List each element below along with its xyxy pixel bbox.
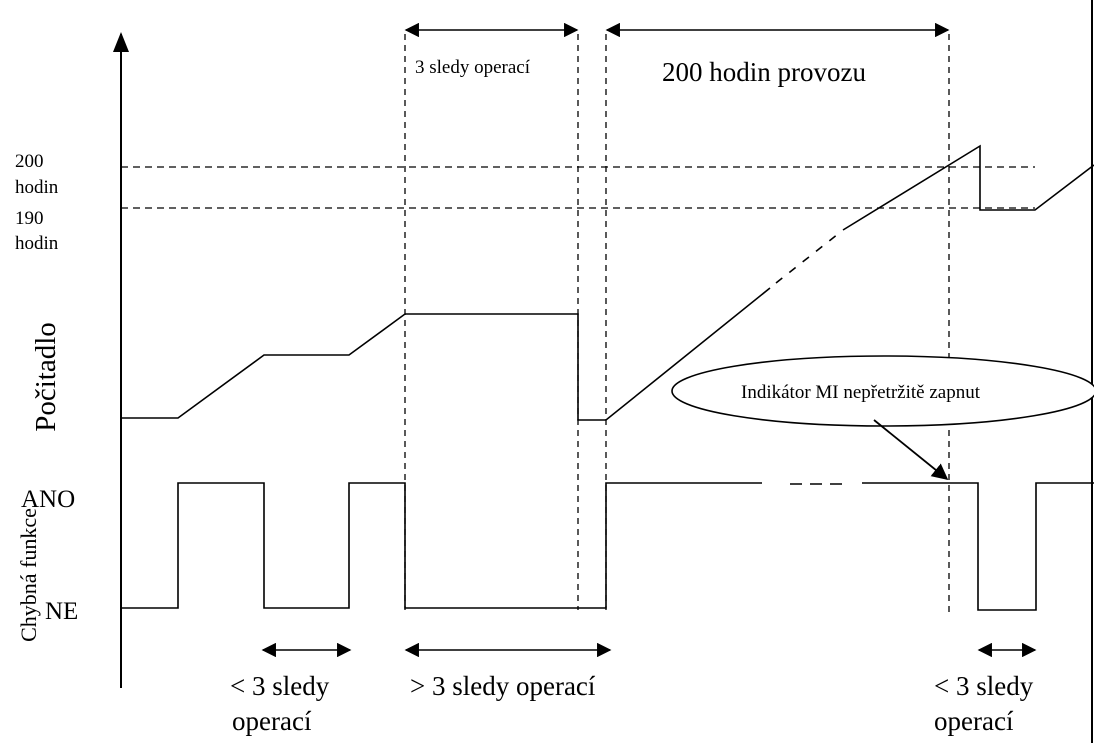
no-level-label: NE [45, 598, 78, 625]
mi-indicator-callout [671, 355, 1094, 427]
span-bottom-1-label-line2: operací [232, 706, 312, 736]
counter-trace-gap-segment [775, 233, 839, 284]
malfunction-trace-continued [862, 482, 1094, 611]
level-190-label-line2: hodin [15, 233, 59, 254]
counter-trace-continued [842, 144, 1094, 231]
mi-indicator-label: Indikátor MI nepřetržitě zapnut [741, 382, 981, 403]
span-bottom-2-label: > 3 sledy operací [410, 671, 596, 701]
span-top-left-label: 3 sledy operací [415, 57, 531, 78]
yes-level-label: ANO [21, 486, 75, 513]
counter-trace [121, 287, 771, 421]
level-200-label-line1: 200 [15, 151, 44, 172]
span-bottom-3-label-line1: < 3 sledy [934, 671, 1034, 701]
span-bottom-3-label-line2: operací [934, 706, 1014, 736]
span-bottom-1-label-line1: < 3 sledy [230, 671, 330, 701]
malfunction-axis-label: Chybná funkce [16, 508, 41, 642]
span-top-right-label: 200 hodin provozu [662, 57, 866, 87]
level-190-label-line1: 190 [15, 208, 44, 229]
level-200-label-line2: hodin [15, 177, 59, 198]
counter-axis-label: Počitadlo [30, 322, 62, 432]
malfunction-trace [121, 482, 762, 609]
mi-indicator-pointer-arrow [873, 419, 949, 481]
